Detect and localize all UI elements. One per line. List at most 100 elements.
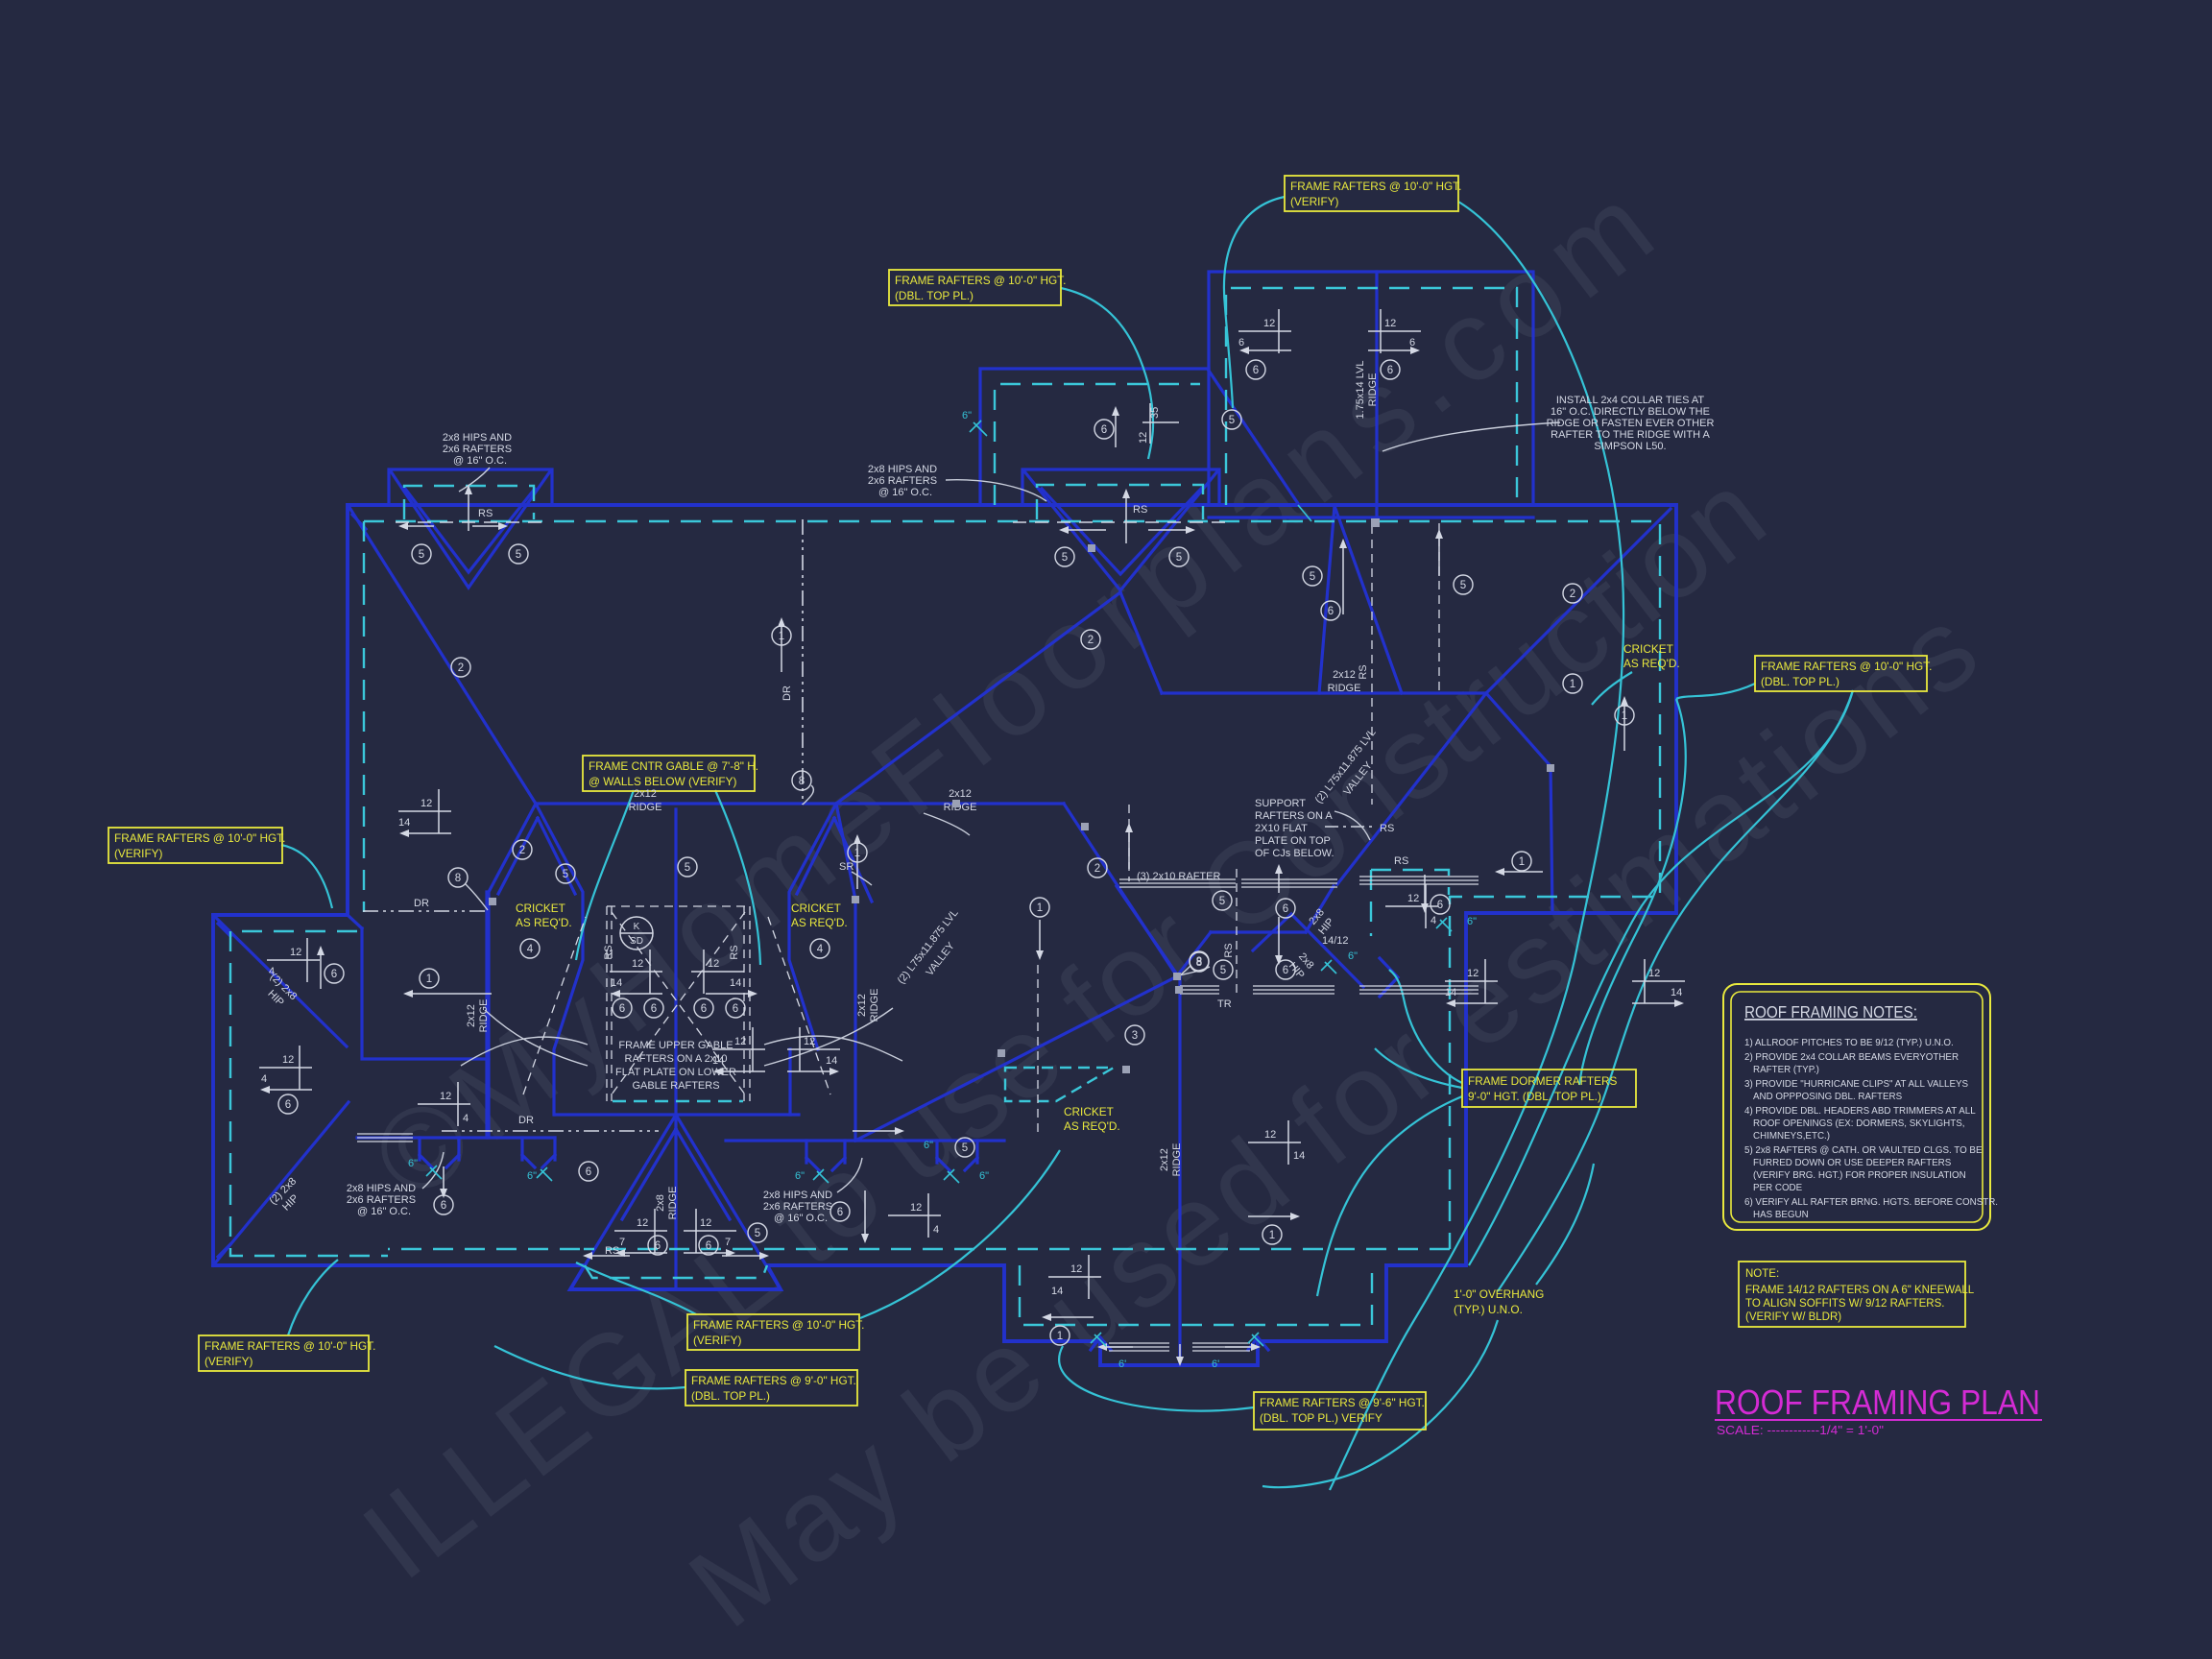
svg-text:SCALE: ------------1/4" = 1'-0: SCALE: ------------1/4" = 1'-0"	[1717, 1423, 1884, 1437]
svg-text:(TYP.) U.N.O.: (TYP.) U.N.O.	[1454, 1303, 1523, 1316]
svg-text:6: 6	[331, 969, 337, 980]
svg-text:RS: RS	[1380, 823, 1394, 834]
svg-text:2x6 RAFTERS: 2x6 RAFTERS	[868, 475, 937, 487]
svg-text:AND OPPPOSING DBL. RAFTERS: AND OPPPOSING DBL. RAFTERS	[1753, 1092, 1903, 1102]
svg-text:FURRED DOWN OR USE DEEPER RAFT: FURRED DOWN OR USE DEEPER RAFTERS	[1753, 1158, 1952, 1168]
svg-text:1) ALLROOF PITCHES TO BE 9/12: 1) ALLROOF PITCHES TO BE 9/12 (TYP.) U.N…	[1744, 1038, 1954, 1048]
svg-text:2x12: 2x12	[1333, 669, 1356, 681]
svg-text:FRAME RAFTERS @ 10'-0" HGT.: FRAME RAFTERS @ 10'-0" HGT.	[1761, 660, 1932, 673]
svg-text:RIDGE: RIDGE	[478, 999, 490, 1033]
svg-text:RIDGE OR FASTEN EVER OTHER: RIDGE OR FASTEN EVER OTHER	[1547, 418, 1715, 429]
svg-text:5: 5	[962, 1142, 968, 1154]
svg-text:2x8 HIPS AND: 2x8 HIPS AND	[347, 1183, 416, 1194]
svg-text:5: 5	[1176, 552, 1182, 564]
svg-text:12: 12	[1264, 1129, 1276, 1141]
svg-text:4: 4	[463, 1113, 469, 1124]
svg-text:@ 16" O.C.: @ 16" O.C.	[774, 1213, 828, 1224]
svg-text:2x8: 2x8	[655, 1194, 666, 1212]
svg-text:14: 14	[398, 817, 410, 829]
svg-text:4) PROVIDE DBL. HEADERS ABD TR: 4) PROVIDE DBL. HEADERS ABD TRIMMERS AT …	[1744, 1106, 1976, 1117]
svg-text:(VERIFY W/ BLDR): (VERIFY W/ BLDR)	[1745, 1311, 1841, 1323]
svg-text:FLAT PLATE ON LOWER: FLAT PLATE ON LOWER	[615, 1067, 736, 1078]
svg-text:1: 1	[1519, 856, 1525, 868]
svg-text:12: 12	[804, 1036, 815, 1047]
svg-text:RS: RS	[1133, 504, 1147, 516]
svg-text:5: 5	[419, 549, 424, 561]
svg-text:2: 2	[458, 662, 464, 674]
svg-text:PER CODE: PER CODE	[1753, 1183, 1803, 1193]
svg-text:12: 12	[1070, 1263, 1082, 1275]
svg-text:(VERIFY): (VERIFY)	[693, 1334, 742, 1347]
svg-text:1: 1	[1037, 902, 1043, 914]
svg-text:RS: RS	[603, 945, 614, 959]
svg-text:6": 6"	[979, 1170, 989, 1182]
svg-text:2x8 HIPS AND: 2x8 HIPS AND	[868, 464, 937, 475]
svg-text:ROOF OPENINGS (EX: DORMERS, SK: ROOF OPENINGS (EX: DORMERS, SKYLIGHTS,	[1753, 1118, 1964, 1129]
svg-text:(VERIFY): (VERIFY)	[114, 847, 163, 860]
svg-text:@ 16" O.C.: @ 16" O.C.	[878, 487, 932, 498]
svg-text:12: 12	[632, 958, 643, 970]
svg-text:16" O.C. DIRECTLY BELOW THE: 16" O.C. DIRECTLY BELOW THE	[1551, 406, 1710, 418]
svg-text:14: 14	[611, 977, 622, 989]
svg-text:14: 14	[1293, 1150, 1305, 1162]
svg-text:5: 5	[563, 869, 568, 880]
svg-text:6': 6'	[1118, 1358, 1126, 1370]
svg-text:6: 6	[1409, 337, 1415, 349]
svg-text:NOTE:: NOTE:	[1745, 1268, 1779, 1280]
svg-text:RAFTER (TYP.): RAFTER (TYP.)	[1753, 1065, 1819, 1075]
svg-text:4: 4	[933, 1224, 939, 1236]
svg-text:3: 3	[1132, 1030, 1138, 1042]
svg-text:7: 7	[619, 1237, 625, 1248]
svg-text:6": 6"	[408, 1158, 418, 1169]
svg-text:14: 14	[1671, 987, 1682, 998]
svg-text:14: 14	[826, 1055, 837, 1067]
svg-text:FRAME CNTR GABLE @ 7'-8" H.: FRAME CNTR GABLE @ 7'-8" H.	[589, 759, 758, 773]
svg-text:1: 1	[1269, 1230, 1275, 1241]
svg-text:4: 4	[261, 1073, 267, 1085]
svg-text:6: 6	[651, 1003, 657, 1015]
svg-text:6: 6	[655, 1240, 661, 1252]
svg-text:@ 16" O.C.: @ 16" O.C.	[453, 455, 507, 467]
svg-text:2: 2	[1094, 863, 1100, 875]
svg-text:6: 6	[706, 1240, 711, 1252]
svg-text:12: 12	[637, 1217, 648, 1229]
svg-text:6: 6	[1253, 365, 1259, 376]
svg-text:FRAME 14/12 RAFTERS ON A 6" KN: FRAME 14/12 RAFTERS ON A 6" KNEEWALL	[1745, 1285, 1975, 1296]
svg-text:RS: RS	[1394, 855, 1408, 867]
svg-text:12: 12	[421, 798, 432, 809]
svg-text:TR: TR	[1217, 998, 1232, 1010]
svg-text:TO ALIGN SOFFITS W/ 9/12 RAFTE: TO ALIGN SOFFITS W/ 9/12 RAFTERS.	[1745, 1298, 1944, 1310]
svg-text:(DBL. TOP PL.): (DBL. TOP PL.)	[691, 1389, 770, 1403]
svg-text:6) VERIFY ALL RAFTER BRNG. HGT: 6) VERIFY ALL RAFTER BRNG. HGTS. BEFORE …	[1744, 1197, 1998, 1208]
svg-text:6: 6	[837, 1207, 843, 1218]
svg-text:SIMPSON L50.: SIMPSON L50.	[1594, 441, 1666, 452]
svg-text:12: 12	[910, 1202, 922, 1214]
svg-text:6': 6'	[1212, 1358, 1219, 1370]
svg-text:FRAME DORMER RAFTERS: FRAME DORMER RAFTERS	[1468, 1074, 1617, 1088]
svg-text:12: 12	[1407, 893, 1419, 904]
svg-text:RIDGE: RIDGE	[1328, 683, 1361, 694]
svg-text:5: 5	[1229, 415, 1235, 426]
svg-text:12: 12	[1648, 968, 1660, 979]
svg-text:1: 1	[1570, 679, 1575, 690]
svg-text:(DBL. TOP PL.): (DBL. TOP PL.)	[895, 289, 974, 302]
svg-text:RIDGE: RIDGE	[629, 802, 662, 813]
svg-text:CRICKET: CRICKET	[516, 902, 565, 915]
svg-text:2X10 FLAT: 2X10 FLAT	[1255, 823, 1308, 834]
svg-text:2x8 HIPS AND: 2x8 HIPS AND	[763, 1190, 832, 1201]
svg-text:5: 5	[1460, 580, 1466, 591]
svg-text:6": 6"	[962, 410, 972, 421]
svg-text:6: 6	[1437, 900, 1443, 911]
svg-text:5: 5	[685, 862, 690, 874]
svg-text:@ 16" O.C.: @ 16" O.C.	[357, 1206, 411, 1217]
svg-text:RAFTER TO THE RIDGE WITH A: RAFTER TO THE RIDGE WITH A	[1551, 429, 1710, 441]
svg-text:12: 12	[734, 1036, 746, 1047]
svg-text:RS: RS	[605, 1245, 619, 1257]
svg-text:FRAME UPPER GABLE: FRAME UPPER GABLE	[618, 1040, 733, 1051]
svg-text:(DBL. TOP PL.): (DBL. TOP PL.)	[1761, 675, 1839, 688]
svg-text:AS REQ'D.: AS REQ'D.	[516, 916, 572, 929]
svg-text:1: 1	[426, 974, 432, 985]
svg-text:RAFTERS ON A 2x10: RAFTERS ON A 2x10	[625, 1053, 728, 1065]
svg-text:1'-0" OVERHANG: 1'-0" OVERHANG	[1454, 1287, 1544, 1301]
svg-text:SR: SR	[839, 861, 854, 873]
